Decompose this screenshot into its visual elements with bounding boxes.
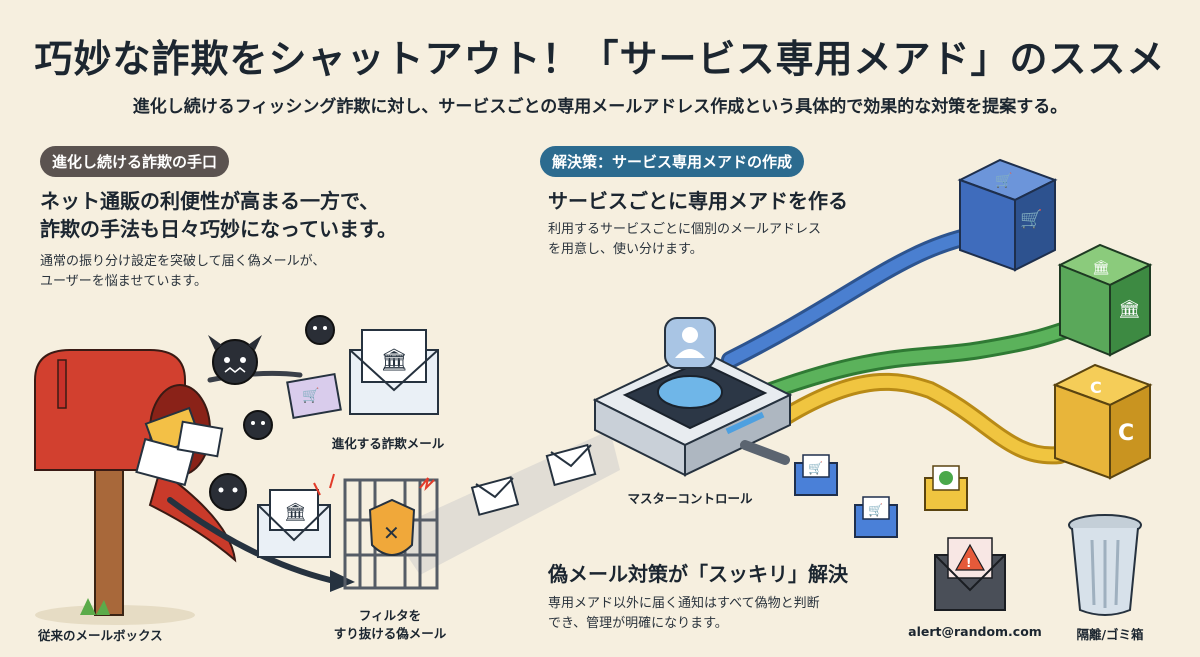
server-bank: 🏛 🏛 — [1057, 243, 1153, 357]
label-evolving-phishing: 進化する詐欺メール — [331, 436, 445, 451]
pipe-yellow — [771, 372, 1069, 465]
label-alert-address: alert@random.com — [908, 624, 1042, 639]
threat-heading-line2: 詐欺の手法も日々巧妙になっています。 — [40, 217, 397, 241]
svg-text:C: C — [1118, 421, 1134, 446]
label-master-control: マスターコントロール — [627, 491, 753, 506]
envelope-bank: 🏛 — [349, 329, 439, 415]
label-filter-line2: すり抜ける偽メール — [333, 626, 447, 641]
svg-text:🛒: 🛒 — [1020, 208, 1042, 230]
label-filter-line1: フィルタを — [358, 608, 422, 623]
alert-envelope: ! — [934, 537, 1006, 611]
monster-3 — [243, 410, 273, 440]
page-subtitle: 進化し続けるフィッシング詐欺に対し、サービスごとの専用メールアドレス作成という具… — [132, 97, 1068, 117]
svg-text:✕: ✕ — [383, 521, 400, 545]
solution-body-line2: を用意し、使い分けます。 — [548, 242, 703, 257]
server-shopping: 🛒 🛒 — [957, 158, 1058, 272]
svg-text:🏛: 🏛 — [1092, 259, 1110, 276]
envelope-shopping-fake: 🛒 — [286, 372, 342, 420]
threat-body-line1: 通常の振り分け設定を突破して届く偽メールが、 — [40, 254, 326, 269]
swoosh-arrow-1 — [167, 497, 333, 583]
svg-text:🛒: 🛒 — [868, 503, 883, 517]
page-title: 巧妙な詐欺をシャットアウト！「サービス専用メアド」のススメ — [34, 37, 1166, 81]
threat-body-line2: ユーザーを悩ませています。 — [40, 274, 208, 289]
tag-threat: 進化し続ける詐欺の手口 — [40, 146, 230, 177]
monster-4 — [209, 473, 247, 511]
svg-text:🏛: 🏛 — [380, 348, 408, 373]
envelope-shopping-2: 🛒 — [854, 496, 898, 538]
svg-text:!: ! — [966, 556, 971, 570]
tag-solution: 解決策：サービス専用メアドの作成 — [540, 146, 805, 177]
master-control — [592, 317, 793, 477]
svg-text:🛒: 🛒 — [302, 387, 319, 404]
svg-text:🛒: 🛒 — [995, 172, 1012, 189]
monster-1 — [208, 335, 262, 385]
svg-text:🏛: 🏛 — [284, 502, 307, 523]
solution-heading: サービスごとに専用メアドを作る — [548, 189, 848, 213]
result-body-line1: 専用メアド以外に届く通知はすべて偽物と判断 — [548, 596, 820, 611]
label-mailbox: 従来のメールボックス — [38, 628, 163, 643]
server-c: C C — [1052, 363, 1153, 480]
mailbox — [34, 349, 237, 616]
monster-2 — [305, 315, 335, 345]
envelope-burst-3 — [176, 420, 224, 458]
filter-gate: ✕ — [343, 478, 439, 590]
envelope-flow-2 — [470, 476, 520, 516]
envelope-c — [924, 465, 968, 511]
label-quarantine-trash: 隔離/ゴミ箱 — [1076, 627, 1144, 642]
svg-text:🛒: 🛒 — [808, 461, 823, 475]
envelope-shopping-1: 🛒 — [794, 454, 838, 496]
envelope-bank-fake: 🏛 — [257, 489, 331, 558]
solution-body-line1: 利用するサービスごとに個別のメールアドレス — [548, 222, 822, 237]
pipe-green — [751, 316, 1089, 404]
svg-text:C: C — [1090, 378, 1102, 397]
envelope-flow-1 — [545, 443, 597, 487]
svg-text:🏛: 🏛 — [1118, 299, 1141, 320]
threat-heading-line1: ネット通販の利便性が高まる一方で、 — [40, 189, 380, 213]
result-heading: 偽メール対策が「スッキリ」解決 — [548, 562, 848, 586]
pipe-blue — [721, 226, 984, 369]
crack-lines — [313, 473, 435, 496]
trash-can — [1068, 514, 1142, 616]
result-body-line2: でき、管理が明確になります。 — [548, 616, 728, 631]
